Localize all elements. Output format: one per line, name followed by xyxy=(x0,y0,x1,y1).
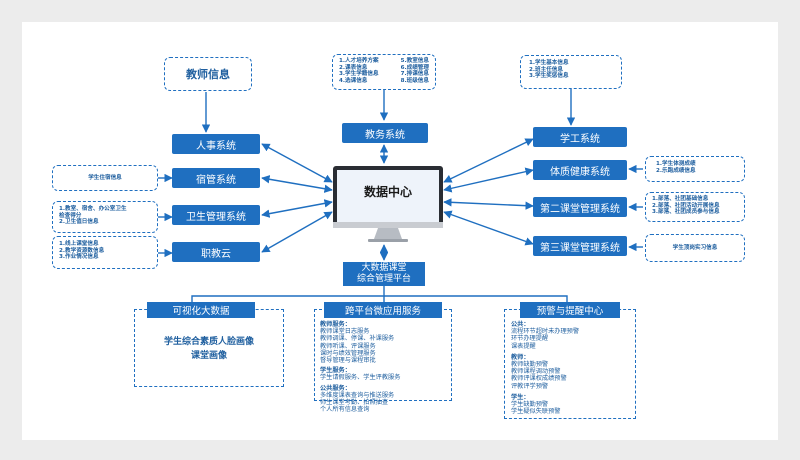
academic-info-line: 2.课表信息 xyxy=(339,64,368,71)
warning-teacher-item: 教师缺勤预警 xyxy=(511,361,549,369)
health-info-line: 检查得分 xyxy=(59,212,82,219)
teacher-info-label: 教师信息 xyxy=(186,68,230,81)
second-info-box: 1.部落、社团基础信息 2.部落、社团活动开展信息 3.部落、社团成员参与信息 xyxy=(645,192,745,222)
visual-panel xyxy=(134,309,284,387)
student-system-box: 学工系统 xyxy=(533,127,627,147)
micro-public-heading: 公共服务： xyxy=(320,384,351,392)
visual-body: 学生综合素质人脸画像 课堂画像 xyxy=(134,335,284,363)
health-info-line: 1.教室、宿舍、办公室卫生 xyxy=(59,206,127,212)
visual-line1: 学生综合素质人脸画像 xyxy=(163,337,254,347)
micro-teacher-item: 教师听课、评课服务 xyxy=(320,342,376,350)
visual-header: 可视化大数据 xyxy=(147,302,255,318)
second-info-line: 1.部落、社团基础信息 xyxy=(652,196,709,202)
warning-public-heading: 公共： xyxy=(511,321,530,328)
student-info-line: 2.班主任信息 xyxy=(529,66,563,73)
bigdata-platform-box: 大数据课堂 综合管理平台 xyxy=(343,262,425,286)
cloud-info-line: 3.作业情况信息 xyxy=(59,254,99,261)
link-bigdata-visual xyxy=(191,286,385,303)
academic-info-col-right: 5.教室信息 6.成绩管理 7.排课信息 8.班级信息 xyxy=(401,58,429,86)
bigdata-line2: 综合管理平台 xyxy=(356,274,411,284)
micro-student-item: 学生请假服务、学生评教服务 xyxy=(320,374,401,382)
bigdata-line1: 大数据课堂 xyxy=(361,263,407,273)
academic-info-line: 7.排课信息 xyxy=(400,71,429,78)
academic-info-line: 5.教室信息 xyxy=(400,58,429,64)
data-center-monitor: 数据中心 xyxy=(332,165,444,245)
link-second-center xyxy=(443,198,534,210)
hr-system-box: 人事系统 xyxy=(172,134,260,154)
academic-info-line: 6.成绩管理 xyxy=(400,64,429,71)
micro-public-item: 师生课堂考勤、拍照抽查 xyxy=(320,399,389,407)
micro-body: 教师服务： 教师课堂日志服务 教师调课、停课、补课服务 教师听课、评课服务 课时… xyxy=(320,321,450,413)
pe-info-box: 1.学生体测成绩 2.乐跑成绩信息 xyxy=(645,156,745,182)
third-system-box: 第三课堂管理系统 xyxy=(533,236,627,256)
teacher-info-box: 教师信息 xyxy=(164,57,252,91)
data-center-label: 数据中心 xyxy=(363,185,412,199)
cloud-info-box: 1.线上课堂信息 2.教学资源数信息 3.作业情况信息 xyxy=(52,236,158,269)
warning-public-item: 课表提醒 xyxy=(511,342,536,350)
pe-info-line: 2.乐跑成绩信息 xyxy=(656,167,696,174)
academic-info-line: 4.选课信息 xyxy=(339,77,368,84)
student-info-line: 3.学生奖惩信息 xyxy=(529,73,569,80)
link-third-center xyxy=(443,210,534,246)
micro-public-item: 个人所有信息查询 xyxy=(320,406,370,414)
pe-system-box: 体质健康系统 xyxy=(533,160,627,180)
third-info-box: 学生顶岗实习信息 xyxy=(645,234,745,262)
micro-teacher-heading: 教师服务： xyxy=(320,321,351,328)
link-dorm-center xyxy=(261,175,333,193)
dorm-system-box: 宿管系统 xyxy=(172,168,260,188)
warning-panel xyxy=(504,309,636,419)
health-info-line: 2.卫生值日信息 xyxy=(59,219,99,226)
academic-info-line: 3.学生学籍信息 xyxy=(339,71,379,78)
micro-teacher-item: 教师调课、停课、补课服务 xyxy=(320,335,395,343)
monitor-icon xyxy=(333,166,443,242)
micro-teacher-item: 督导管理与课程审批 xyxy=(320,357,376,365)
warning-public-item: 环节办理提醒 xyxy=(511,335,549,343)
pe-info-line: 1.学生体测成绩 xyxy=(656,161,696,167)
second-info-line: 3.部落、社团成员参与信息 xyxy=(652,209,720,216)
student-info-line: 1.学生基本信息 xyxy=(529,60,569,66)
micro-panel xyxy=(314,309,452,401)
link-health-center xyxy=(261,199,333,218)
warning-student-heading: 学生： xyxy=(511,393,530,401)
cloud-info-line: 1.线上课堂信息 xyxy=(59,241,99,247)
academic-info-box: 1.人才培养方案 2.课表信息 3.学生学籍信息 4.选课信息 5.教室信息 6… xyxy=(332,54,436,90)
warning-body: 公共： 流程环节超时未办理预警 环节办理提醒 课表提醒 教师： 教师缺勤预警 教… xyxy=(511,321,633,415)
warning-student-item: 学生疑似失联预警 xyxy=(511,408,561,416)
student-info-box: 1.学生基本信息 2.班主任信息 3.学生奖惩信息 xyxy=(520,55,622,89)
academic-info-line: 1.人才培养方案 xyxy=(339,58,379,64)
micro-header: 跨平台微应用服务 xyxy=(324,302,442,318)
warning-teacher-item: 教师评课权成绩预警 xyxy=(511,375,567,383)
academic-info-line: 8.班级信息 xyxy=(400,77,429,84)
dorm-info-label: 学生住宿信息 xyxy=(88,174,122,181)
warning-teacher-heading: 教师： xyxy=(511,353,530,361)
link-pe-center xyxy=(443,167,534,193)
link-bigdata-warning xyxy=(384,295,568,303)
health-info-box: 1.教室、宿舍、办公室卫生 检查得分 2.卫生值日信息 xyxy=(52,201,158,233)
warning-teacher-item: 评教评学预警 xyxy=(511,382,549,390)
warning-teacher-item: 教师课程调动预警 xyxy=(511,368,561,376)
warning-student-item: 学生缺勤预警 xyxy=(511,401,549,409)
cloud-info-line: 2.教学资源数信息 xyxy=(59,247,105,254)
academic-info-col-left: 1.人才培养方案 2.课表信息 3.学生学籍信息 4.选课信息 xyxy=(339,58,379,86)
third-info-label: 学生顶岗实习信息 xyxy=(672,244,718,251)
link-hr-center xyxy=(261,143,333,183)
academic-system-box: 教务系统 xyxy=(342,123,428,143)
diagram-canvas: 教师信息 人事系统 学生住宿信息 宿管系统 1.教室、宿舍、办公室卫生 检查得分… xyxy=(22,22,778,440)
micro-teacher-item: 教师课堂日志服务 xyxy=(320,328,370,336)
second-system-box: 第二课堂管理系统 xyxy=(533,197,627,217)
micro-public-item: 多维度课表查询与推送服务 xyxy=(320,391,395,399)
link-cloud-center xyxy=(261,211,333,253)
connector-layer xyxy=(158,89,643,303)
second-info-line: 2.部落、社团活动开展信息 xyxy=(652,202,720,209)
warning-header: 预警与提醒中心 xyxy=(520,302,620,318)
micro-teacher-item: 课时与绩效管理服务 xyxy=(320,349,376,357)
cloud-system-box: 职教云 xyxy=(172,242,260,262)
health-system-box: 卫生管理系统 xyxy=(172,205,260,225)
micro-student-heading: 学生服务： xyxy=(320,367,351,375)
link-student-center xyxy=(443,138,534,183)
dorm-info-box: 学生住宿信息 xyxy=(52,165,158,191)
warning-public-item: 流程环节超时未办理预警 xyxy=(511,328,580,336)
visual-line2: 课堂画像 xyxy=(190,351,227,361)
